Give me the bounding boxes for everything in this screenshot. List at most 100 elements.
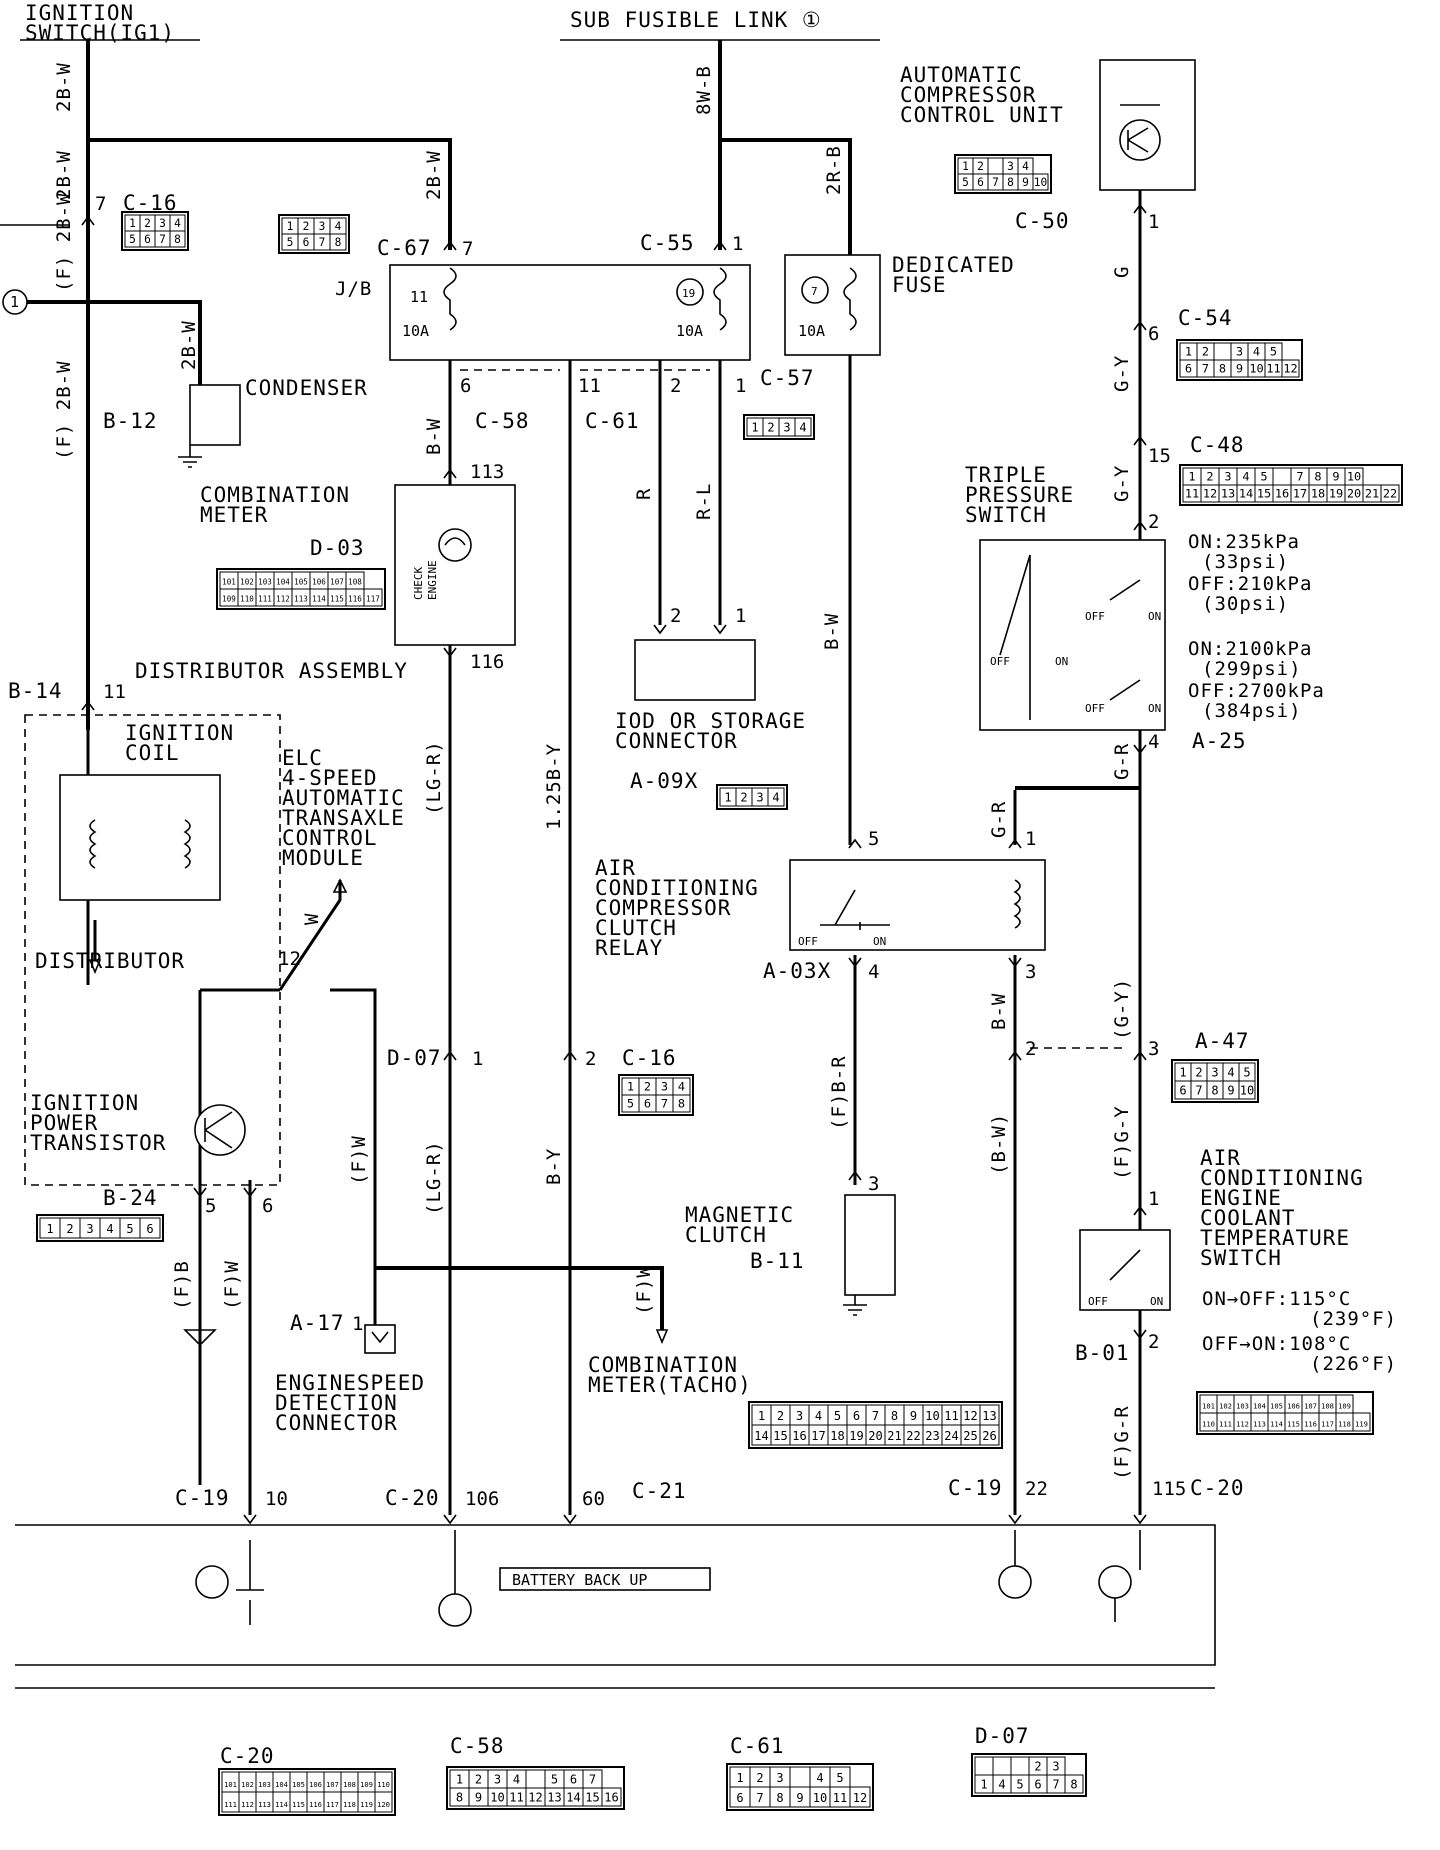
pin-number: 6 [460, 375, 471, 397]
pin-cell-label: 3 [756, 790, 763, 804]
pin-cell-label: 15 [773, 1429, 787, 1443]
pin-cell-label: 4 [772, 790, 779, 804]
pin-cell-label: 8 [1314, 470, 1321, 484]
pin-number: 1 [1148, 211, 1159, 233]
triple-pressure-switch-box [979, 539, 1166, 731]
wire-label: (F)G-R [1111, 1405, 1133, 1480]
fuse-19-rating: 10A [676, 322, 703, 340]
tps-label-1: TRIPLE [965, 463, 1047, 487]
ipt-label-3: TRANSISTOR [30, 1131, 166, 1155]
relay-off-label: OFF [798, 935, 818, 948]
pin-cell-label: 12 [1203, 487, 1217, 501]
pin-cell-label: 106 [309, 1780, 322, 1789]
tps-spec-1: ON:235kPa [1188, 531, 1300, 553]
pin-cell-label: 3 [1007, 160, 1014, 173]
pin-numbers: 7 7 1 1 6 15 2 4 6 11 2 1 113 116 2 1 11… [95, 193, 1186, 1510]
pin-number: 3 [1148, 1038, 1159, 1060]
acu-label-3: CONTROL UNIT [900, 103, 1064, 127]
pin-cell [1272, 467, 1292, 486]
wire-label: (F)G-Y [1111, 1105, 1133, 1180]
pin-cell-label: 113 [258, 1800, 271, 1809]
wire-label: 1.25B-Y [543, 743, 565, 830]
wire-label: R [633, 488, 655, 500]
pin-cell [601, 1787, 622, 1807]
tps-off-label-2: OFF [990, 655, 1010, 668]
pin-cell-label: 7 [589, 1772, 596, 1786]
connector-id: A-25 [1192, 729, 1247, 753]
pin-cell-label: 1 [46, 1222, 53, 1236]
tps-label-2: PRESSURE [965, 483, 1074, 507]
cts-spec-2: (239°F) [1310, 1308, 1397, 1330]
tps-spec-3: OFF:210kPa [1188, 573, 1312, 595]
pin-number: 4 [1148, 731, 1159, 753]
pin-cell-label: 5 [1243, 1065, 1250, 1079]
elc-label-5: CONTROL [282, 826, 378, 850]
wire-label: 2B-W [53, 62, 75, 112]
pin-cell-label: 10 [1347, 470, 1361, 484]
pin-cell-label: 103 [1236, 1401, 1249, 1410]
pin-cell-label: 102 [241, 1780, 254, 1789]
pin-cell [767, 787, 785, 807]
pin-cell-label: 4 [174, 217, 181, 230]
pin-cell-label: 4 [106, 1222, 113, 1236]
circle-1-marker: 1 [10, 293, 19, 311]
pin-cell-label: 6 [303, 236, 310, 249]
connector-id: C-20 [1190, 1476, 1245, 1500]
pin-cell-label: 10 [925, 1409, 939, 1423]
wire-label: G-R [1111, 743, 1133, 780]
connector-id: C-20 [385, 1486, 440, 1510]
cts-spec-1: ON→OFF:115°C [1202, 1288, 1351, 1310]
pin-cell-label: 4 [513, 1772, 520, 1786]
wires [0, 39, 1216, 1689]
wire-label: (F)W [348, 1135, 370, 1185]
pin-cell-label: 6 [1179, 1083, 1186, 1097]
pin-cell-label: 115 [330, 595, 344, 604]
pin-cell-label: 116 [348, 595, 362, 604]
connector-id: B-11 [750, 1249, 805, 1273]
connector-id: B-12 [103, 409, 158, 433]
pin-cell-label: 119 [1355, 1419, 1368, 1428]
pin-cell-label: 6 [1185, 362, 1192, 376]
relay-label-1: AIR [595, 856, 636, 880]
pin-cell-label: 110 [377, 1780, 390, 1789]
combination-meter-box [394, 484, 516, 646]
pin-cell-label: 1 [287, 220, 294, 233]
relay-label-3: COMPRESSOR [595, 896, 731, 920]
pin-cell-label: 8 [776, 1791, 783, 1805]
pin-cell-label: 9 [1236, 362, 1243, 376]
connector-id: A-09X [630, 769, 698, 793]
clutch-label-1: MAGNETIC [685, 1203, 794, 1227]
tps-label-3: SWITCH [965, 503, 1047, 527]
wire-label: 2B-W [178, 320, 200, 370]
pin-number: 10 [265, 1488, 288, 1510]
pin-cell-label: 4 [815, 1409, 822, 1423]
pin-cell-label: 7 [992, 176, 999, 189]
pin-cell-label: 1 [1188, 470, 1195, 484]
cts-label-1: AIR [1200, 1146, 1241, 1170]
connector-id: C-19 [948, 1476, 1003, 1500]
pin-cell-label: 3 [159, 217, 166, 230]
pin-cell-label: 10 [490, 1790, 504, 1804]
fuse-7-number: 7 [811, 285, 818, 298]
connector-id: C-21 [632, 1479, 687, 1503]
connector-id: C-54 [1178, 306, 1233, 330]
switch-specs: ON:235kPa (33psi) OFF:210kPa (30psi) ON:… [798, 531, 1397, 1375]
component-labels: AUTOMATIC COMPRESSOR CONTROL UNIT DEDICA… [30, 63, 1363, 1589]
wire-label: G-Y [1111, 355, 1133, 392]
pin-cell-label: 17 [1293, 487, 1307, 501]
pin-cell-label: 114 [275, 1800, 288, 1809]
pin-cell-label: 5 [126, 1222, 133, 1236]
pin-cell-label: 2 [1206, 470, 1213, 484]
wire-label: 2R-B [823, 145, 845, 195]
fuse-11-rating: 10A [402, 322, 429, 340]
coolant-switch-box [1079, 1229, 1171, 1311]
pin-cell-label: 6 [144, 233, 151, 246]
pin-cell-label: 9 [910, 1409, 917, 1423]
ignition-switch-label-line2: SWITCH(IG1) [25, 21, 175, 45]
cts-label-3: ENGINE [1200, 1186, 1282, 1210]
pin-cell-label: 109 [1338, 1401, 1351, 1410]
wire-label: (LG-R) [423, 740, 445, 815]
ignition-coil-label-2: COIL [125, 741, 180, 765]
connector-id: B-01 [1075, 1341, 1130, 1365]
